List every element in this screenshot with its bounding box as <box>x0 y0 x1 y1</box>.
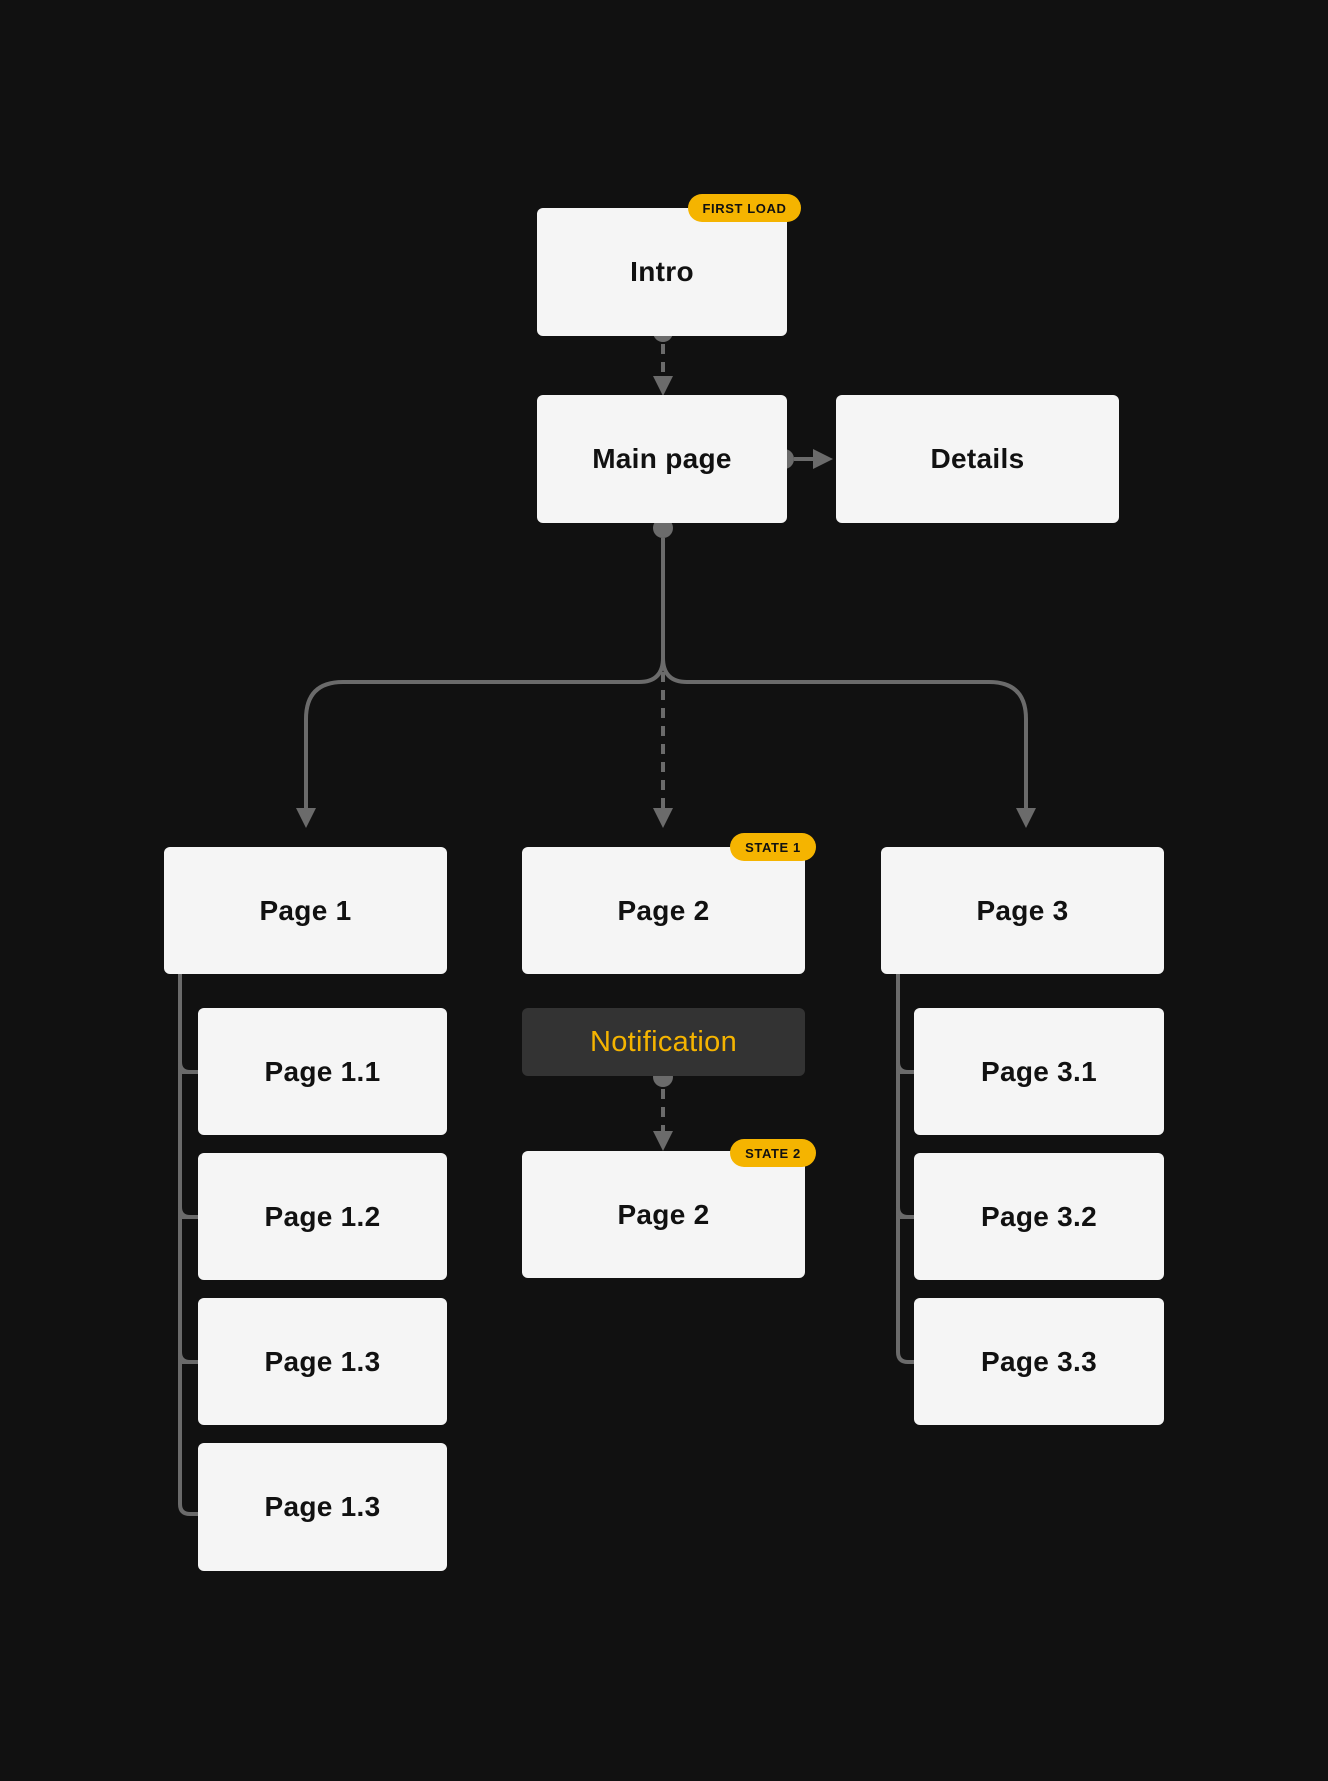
main-page-node[interactable]: Main page <box>537 395 787 523</box>
page1-child-tick <box>178 1061 191 1074</box>
first-load-badge: FIRST LOAD <box>688 194 801 222</box>
page-2-state-1-node[interactable]: Page 2 <box>522 847 805 974</box>
page1-child-tick <box>178 1206 191 1219</box>
page-3-node[interactable]: Page 3 <box>881 847 1164 974</box>
main-to-page1-connector <box>296 657 665 828</box>
page3-child-tick <box>896 1206 909 1219</box>
page1-children-connector <box>178 974 198 1516</box>
details-node[interactable]: Details <box>836 395 1119 523</box>
page3-child-tick <box>896 1061 909 1074</box>
page-1-1-node[interactable]: Page 1.1 <box>198 1008 447 1135</box>
page-2-state-2-node[interactable]: Page 2 <box>522 1151 805 1278</box>
state-1-badge: STATE 1 <box>730 833 816 861</box>
page-1-3-node[interactable]: Page 1.3 <box>198 1298 447 1425</box>
page-1-node[interactable]: Page 1 <box>164 847 447 974</box>
page-3-2-node[interactable]: Page 3.2 <box>914 1153 1164 1280</box>
state-2-badge: STATE 2 <box>730 1139 816 1167</box>
page-1-3-node[interactable]: Page 1.3 <box>198 1443 447 1571</box>
page-1-2-node[interactable]: Page 1.2 <box>198 1153 447 1280</box>
intro-node[interactable]: Intro <box>537 208 787 336</box>
page-3-1-node[interactable]: Page 3.1 <box>914 1008 1164 1135</box>
notification-node[interactable]: Notification <box>522 1008 805 1076</box>
connector-dot <box>653 518 673 538</box>
page1-child-tick <box>178 1351 191 1364</box>
page-3-3-node[interactable]: Page 3.3 <box>914 1298 1164 1425</box>
main-to-page3-connector <box>661 657 1036 828</box>
